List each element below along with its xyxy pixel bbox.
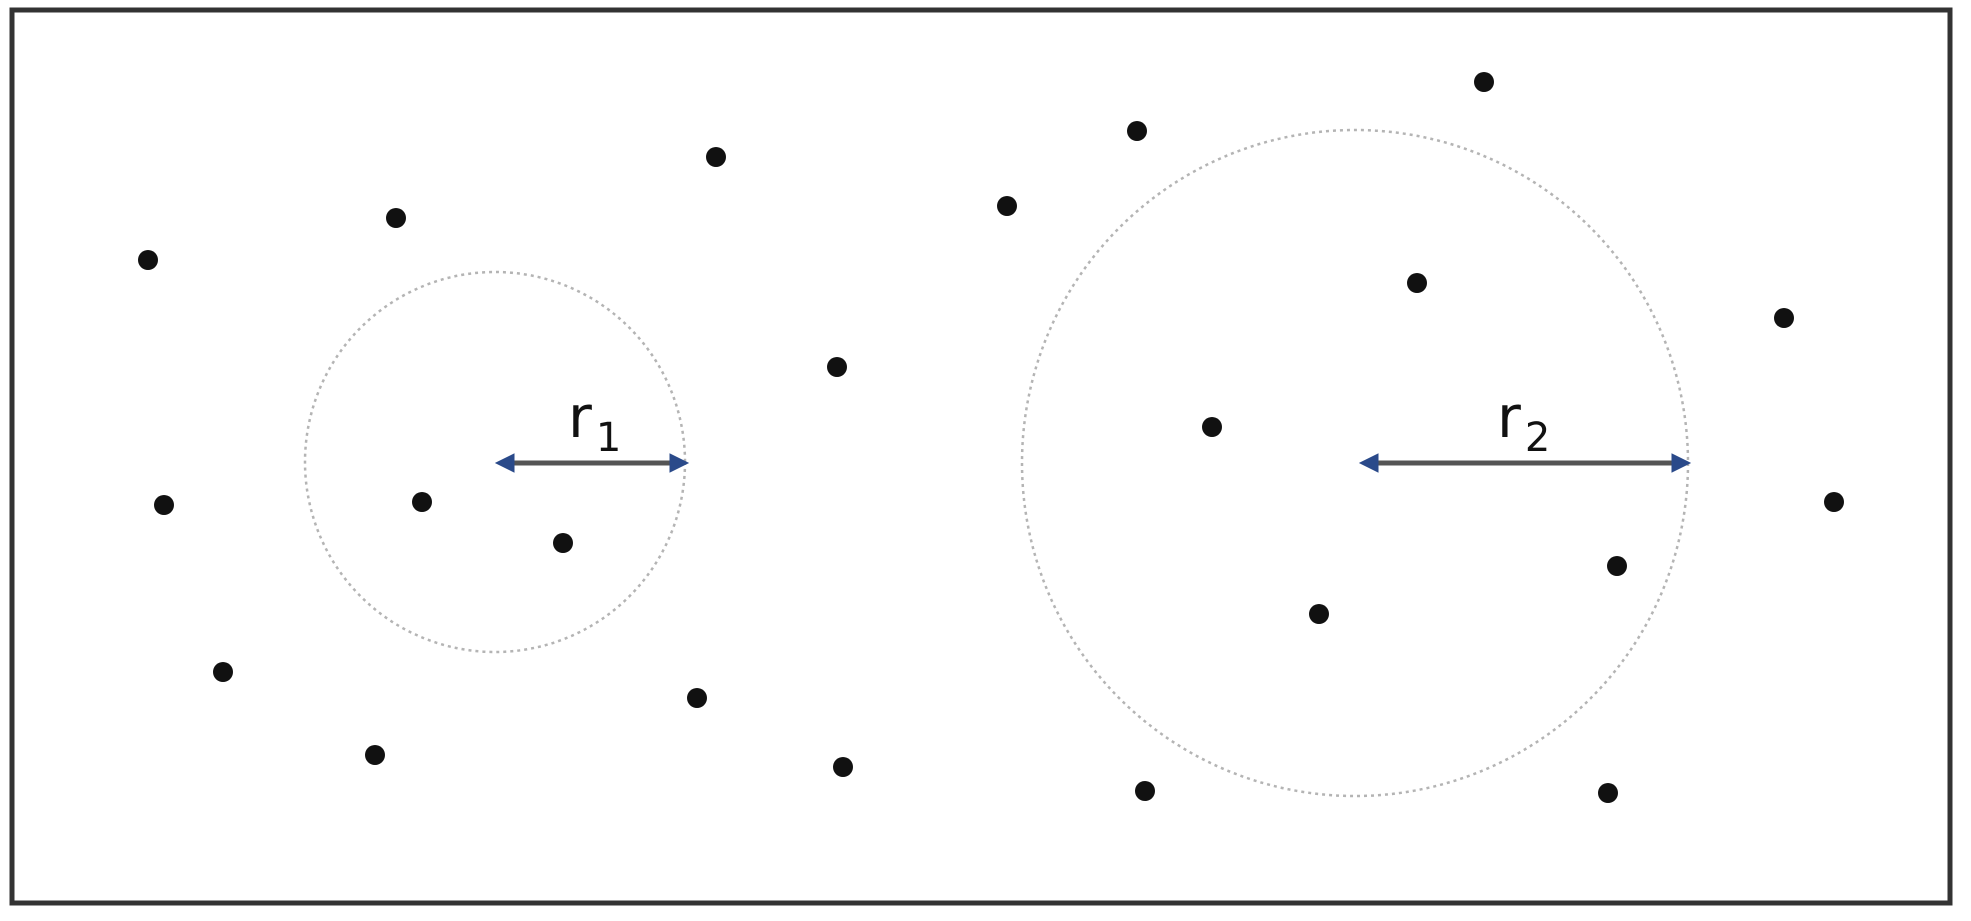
arrowhead-edge-1: [669, 453, 690, 473]
radius-label-1-base: r: [568, 383, 592, 451]
data-point: [1202, 417, 1222, 437]
diagram-frame: [9, 7, 1953, 906]
data-point: [833, 757, 853, 777]
data-point: [1309, 604, 1329, 624]
data-point: [412, 492, 432, 512]
data-point: [706, 147, 726, 167]
data-point: [997, 196, 1017, 216]
radius-label-2-sub: 2: [1525, 415, 1550, 461]
data-point: [154, 495, 174, 515]
data-point: [1598, 783, 1618, 803]
data-point: [1474, 72, 1494, 92]
data-point: [687, 688, 707, 708]
arrowhead-center-2: [1358, 453, 1379, 473]
data-point: [1127, 121, 1147, 141]
arrowhead-edge-2: [1671, 453, 1692, 473]
data-point: [1824, 492, 1844, 512]
point-cloud: [138, 72, 1844, 803]
data-point: [1607, 556, 1627, 576]
data-point: [1407, 273, 1427, 293]
data-point: [1135, 781, 1155, 801]
data-point: [365, 745, 385, 765]
arrowhead-center-1: [494, 453, 515, 473]
radius-label-1-sub: 1: [596, 415, 621, 461]
data-point: [827, 357, 847, 377]
data-point: [553, 533, 573, 553]
data-point: [138, 250, 158, 270]
data-point: [1774, 308, 1794, 328]
data-point: [386, 208, 406, 228]
radius-label-2-base: r: [1497, 383, 1521, 451]
data-point: [213, 662, 233, 682]
